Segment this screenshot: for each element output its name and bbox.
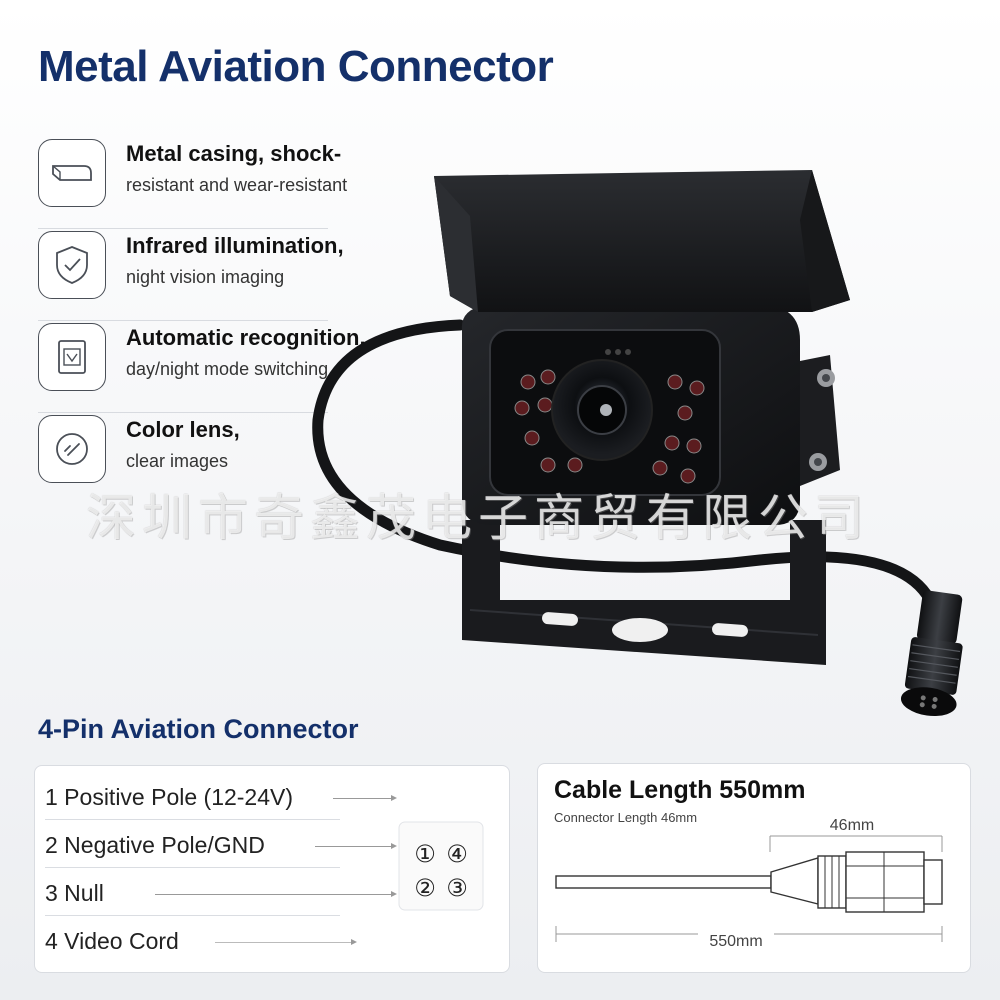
feature-title: Infrared illumination, [126, 233, 344, 258]
arrow-icon [215, 939, 357, 945]
arrow-icon [155, 891, 397, 897]
pin-label: 2 Negative Pole/GND [45, 832, 265, 858]
pin-number-1: ① [414, 840, 436, 868]
pin-label: 1 Positive Pole (12-24V) [45, 784, 294, 810]
feature-item-casing: Metal casing, shock- resistant and wear-… [38, 137, 347, 229]
feature-item-recognition: Automatic recognition, day/night mode sw… [38, 321, 366, 413]
cable-dimension-label: 550mm [709, 933, 762, 950]
arrow-icon [315, 843, 397, 849]
connector-dimension-label: 46mm [830, 817, 874, 834]
feature-subtitle: clear images [126, 451, 229, 471]
feature-title: Automatic recognition, [126, 325, 366, 350]
pin-section-heading: 4-Pin Aviation Connector [38, 714, 359, 744]
pin-number-4: ④ [446, 840, 468, 868]
feature-title: Color lens, [126, 417, 240, 442]
pin-diagram: ① ④ ② ③ [398, 821, 484, 911]
feature-item-lens: Color lens, clear images [38, 413, 328, 505]
page-title: Metal Aviation Connector [38, 42, 554, 91]
pin-row: 1 Positive Pole (12-24V) [45, 774, 397, 820]
feature-subtitle: resistant and wear-resistant [126, 175, 348, 195]
metal-casing-icon [38, 139, 106, 207]
shield-icon [38, 231, 106, 299]
feature-subtitle: day/night mode switching [126, 359, 329, 379]
arrow-icon [333, 795, 397, 801]
camera-product-image [312, 170, 963, 717]
feature-item-infrared: Infrared illumination, night vision imag… [38, 229, 344, 321]
lens-icon [38, 415, 106, 483]
feature-subtitle: night vision imaging [126, 267, 285, 287]
cable-panel: Cable Length 550mm Connector Length 46mm… [537, 763, 971, 973]
pin-label: 4 Video Cord [45, 928, 179, 954]
pin-panel: 1 Positive Pole (12-24V) 2 Negative Pole… [34, 765, 510, 973]
cable-length-title: Cable Length 550mm [554, 776, 806, 804]
connector-length-subtitle: Connector Length 46mm [554, 810, 698, 825]
pin-number-3: ③ [446, 874, 468, 902]
feature-title: Metal casing, shock- [126, 141, 342, 166]
day-night-icon [38, 323, 106, 391]
pin-row: 3 Null [45, 870, 397, 916]
pin-row: 2 Negative Pole/GND [45, 822, 397, 868]
pin-number-2: ② [414, 874, 436, 902]
watermark-text: 深圳市奇鑫茂电子商贸有限公司 [86, 489, 870, 547]
pin-label: 3 Null [45, 880, 104, 906]
cable-dimension-diagram: 46mm 550mm [555, 817, 943, 950]
pin-row: 4 Video Cord [45, 918, 357, 964]
